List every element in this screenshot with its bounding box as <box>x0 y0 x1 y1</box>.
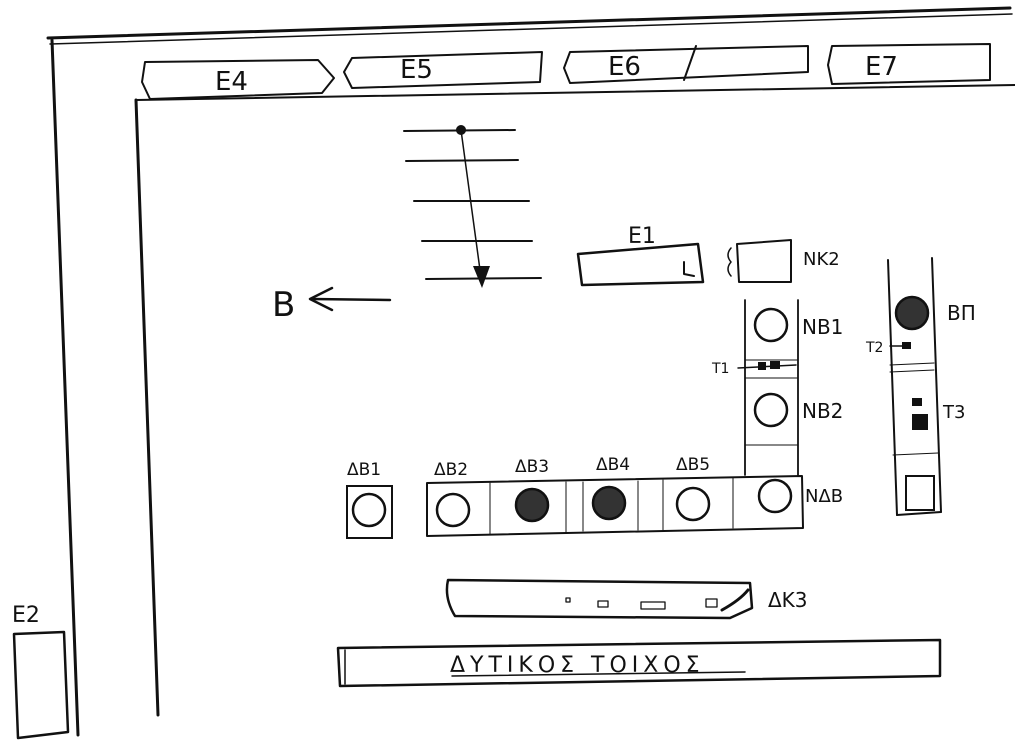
element-dk3: ΔΚ3 <box>445 578 808 620</box>
window-e5-label: Ε5 <box>400 55 433 85</box>
window-e5: Ε5 <box>343 51 543 89</box>
db1-fixture <box>351 492 387 528</box>
ndb-label: ΝΔΒ <box>805 486 843 507</box>
outer-walls <box>46 6 1015 737</box>
db1-label: ΔΒ1 <box>347 460 381 480</box>
stair-start-dot <box>456 125 466 135</box>
row-db: ΔΒ1 ΔΒ2 ΔΒ3 ΔΒ4 ΔΒ5 ΝΔΒ <box>346 455 843 539</box>
strip-nb: ΝΒ1 ΝΒ2 Τ1 <box>711 299 843 476</box>
db5-fixture <box>675 486 711 522</box>
bp-label: ΒΠ <box>947 301 976 325</box>
t2-marker <box>902 342 911 349</box>
t1-marker-b <box>770 361 780 369</box>
dk3-label: ΔΚ3 <box>768 588 808 612</box>
ndb-fixture <box>757 478 793 514</box>
db3-label: ΔΒ3 <box>515 457 549 477</box>
t1-marker-a <box>758 362 766 370</box>
window-e7: Ε7 <box>827 43 991 85</box>
bp-fixture <box>894 295 930 331</box>
t3-marker-a <box>912 398 922 406</box>
db5-label: ΔΒ5 <box>676 455 710 475</box>
db2-fixture <box>435 492 471 528</box>
element-e1: Ε1 <box>576 224 705 287</box>
element-e2: Ε2 <box>12 603 70 740</box>
stair-arrowhead <box>473 266 490 288</box>
column-bp: ΒΠ Τ2 Τ3 <box>865 257 976 516</box>
t3-label: Τ3 <box>942 402 965 423</box>
element-e1-label: Ε1 <box>628 224 656 249</box>
staircase <box>403 125 542 288</box>
nb2-label: ΝΒ2 <box>802 399 843 423</box>
window-e6-label: Ε6 <box>608 52 641 82</box>
db4-label: ΔΒ4 <box>596 455 630 475</box>
db4-fixture <box>591 485 627 521</box>
window-e7-label: Ε7 <box>865 52 898 82</box>
north-arrow-label: Β <box>272 285 295 325</box>
west-wall: ΔΥΤΙΚΟΣ ΤΟΙΧΟΣ <box>336 638 942 688</box>
element-e2-label: Ε2 <box>12 603 40 628</box>
nb1-fixture <box>753 307 789 343</box>
t3-marker-b <box>912 414 928 430</box>
window-e4-label: Ε4 <box>215 67 248 97</box>
element-nk2: ΝΚ2 <box>727 239 840 283</box>
nb1-label: ΝΒ1 <box>802 315 843 339</box>
nb2-fixture <box>753 392 789 428</box>
window-e4: Ε4 <box>141 59 335 100</box>
north-arrow: Β <box>272 285 392 325</box>
window-e6: Ε6 <box>563 45 809 84</box>
bp-bottom-box <box>905 475 935 511</box>
nk2-label: ΝΚ2 <box>803 249 840 270</box>
db2-label: ΔΒ2 <box>434 460 468 480</box>
t1-label: Τ1 <box>711 361 729 377</box>
t2-label: Τ2 <box>865 340 883 356</box>
db3-fixture <box>514 487 550 523</box>
